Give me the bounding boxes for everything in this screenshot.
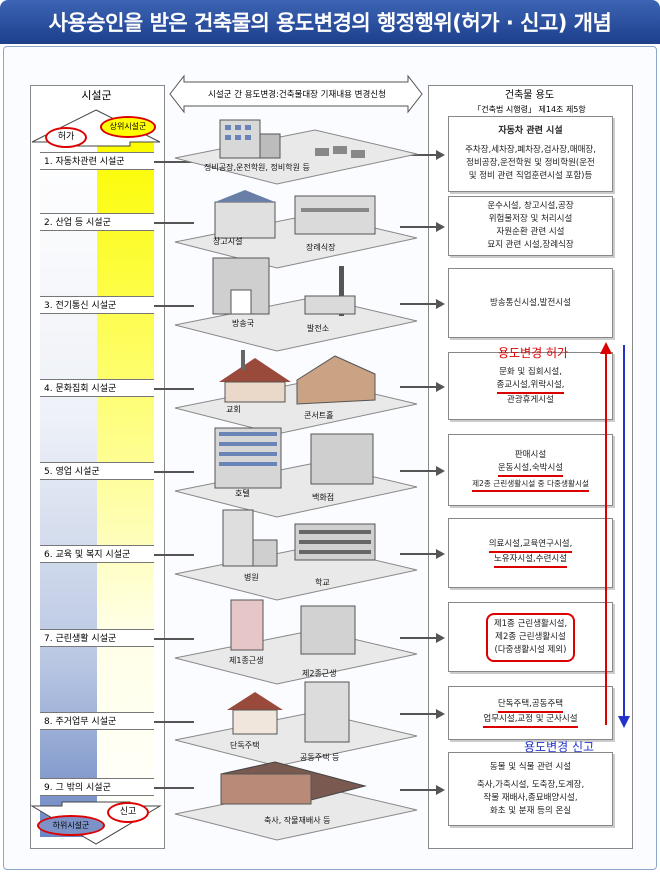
building-label-8a: 단독주택 bbox=[230, 741, 260, 750]
plate-5 bbox=[174, 427, 418, 518]
report-arrow-label: 용도변경 신고 bbox=[524, 740, 595, 754]
upper-level-gradient-bar bbox=[97, 140, 154, 837]
building-label-4a: 교회 bbox=[226, 405, 241, 414]
use-box-4: 문화 및 집회시설, 종교시설,위락시설, 관광휴게시설 bbox=[448, 352, 613, 420]
category-6: 6. 교육 및 복지 시설군 bbox=[40, 545, 154, 563]
connector-left-1 bbox=[154, 161, 194, 163]
plate-8 bbox=[174, 681, 418, 767]
connector-arrowhead-1 bbox=[436, 150, 445, 160]
permit-badge: 허가 bbox=[45, 127, 87, 148]
building-label-5b: 백화점 bbox=[312, 493, 335, 502]
category-7: 7. 근린생활 시설군 bbox=[40, 629, 154, 647]
left-panel-heading: 시설군 bbox=[81, 89, 112, 102]
permit-change-arrows bbox=[600, 342, 630, 728]
lower-group-label: 하위시설군 bbox=[37, 815, 105, 836]
plate-6 bbox=[174, 509, 418, 601]
connector-arrowhead-7 bbox=[436, 633, 445, 643]
connector-arrowhead-5 bbox=[436, 466, 445, 476]
building-label-6a: 병원 bbox=[244, 573, 259, 582]
connector-right-3 bbox=[400, 303, 436, 305]
connector-right-5 bbox=[400, 470, 436, 472]
connector-left-6 bbox=[154, 554, 194, 556]
connector-right-9 bbox=[400, 789, 436, 791]
right-panel-heading: 건축물 용도 bbox=[504, 90, 555, 101]
building-label-4b: 콘서트홀 bbox=[304, 411, 334, 420]
plate-3 bbox=[174, 257, 418, 352]
use-box-7-highlight: 제1종 근린생활시설, 제2종 근린생활시설 (다중생활시설 제외) bbox=[485, 612, 576, 662]
category-5: 5. 영업 시설군 bbox=[40, 462, 154, 480]
connector-arrowhead-8 bbox=[436, 709, 445, 719]
category-2: 2. 산업 등 시설군 bbox=[40, 213, 154, 231]
connector-right-4 bbox=[400, 386, 436, 388]
plate-7 bbox=[174, 599, 418, 685]
use-box-1: 자동차 관련 시설 주차장,세차장,폐차장,검사장,매매장, 정비공장,운전학원… bbox=[448, 116, 613, 192]
use-box-3: 방송통신시설,발전시설 bbox=[448, 268, 613, 338]
connector-right-7 bbox=[400, 637, 436, 639]
lower-level-gradient-bar bbox=[40, 140, 97, 837]
building-label-7b: 제2종근생 bbox=[302, 669, 337, 678]
banner-text: 시설군 간 용도변경:건축물대장 기재내용 변경신청 bbox=[208, 90, 386, 100]
connector-arrowhead-2 bbox=[436, 222, 445, 232]
connector-arrowhead-6 bbox=[436, 549, 445, 559]
connector-left-7 bbox=[154, 638, 194, 640]
banner-double-arrow-icon bbox=[169, 74, 423, 114]
connector-left-3 bbox=[154, 305, 194, 307]
buildings-illustration bbox=[174, 119, 418, 841]
connector-right-2 bbox=[400, 226, 436, 228]
building-label-9: 축사, 작물재배사 등 bbox=[264, 816, 331, 825]
use-box-6: 의료시설,교육연구시설, 노유자시설,수련시설 bbox=[448, 518, 613, 588]
category-1: 1. 자동차관련 시설군 bbox=[40, 152, 154, 170]
use-box-7: 제1종 근린생활시설, 제2종 근린생활시설 (다중생활시설 제외) bbox=[448, 602, 613, 672]
plate-4 bbox=[174, 350, 418, 435]
connector-arrowhead-9 bbox=[436, 785, 445, 795]
category-9: 9. 그 밖의 시설군 bbox=[40, 778, 154, 796]
use-box-8: 단독주택,공동주택 업무시설,교정 및 군사시설 bbox=[448, 686, 613, 740]
connector-left-8 bbox=[154, 721, 194, 723]
use-box-2: 운수시설, 창고시설,공장 위험물저장 및 처리시설 자원순환 관련 시설 묘지… bbox=[448, 196, 613, 256]
connector-left-4 bbox=[154, 388, 194, 390]
building-label-6b: 학교 bbox=[315, 578, 330, 587]
connector-left-9 bbox=[154, 787, 194, 789]
building-label-2a: 창고시설 bbox=[213, 237, 243, 246]
connector-right-1 bbox=[400, 154, 436, 156]
report-badge: 신고 bbox=[107, 802, 149, 823]
building-label-3a: 방송국 bbox=[232, 319, 255, 328]
report-arrow-head bbox=[618, 716, 630, 728]
upper-group-label: 상위시설군 bbox=[100, 116, 156, 138]
building-label-1: 정비공장,운전학원, 정비학원 등 bbox=[204, 163, 310, 172]
plate-2 bbox=[174, 190, 418, 269]
building-label-7a: 제1종근생 bbox=[229, 656, 264, 665]
connector-right-6 bbox=[400, 553, 436, 555]
right-panel-subheading: 「건축법 시행령」 제14조 제5항 bbox=[473, 105, 586, 114]
permit-arrow-head bbox=[600, 342, 612, 354]
plate-9 bbox=[174, 761, 418, 841]
page-title: 사용승인을 받은 건축물의 용도변경의 행정행위(허가 · 신고) 개념 bbox=[0, 0, 660, 44]
building-label-2b: 장례식장 bbox=[306, 243, 336, 252]
category-4: 4. 문화집회 시설군 bbox=[40, 379, 154, 397]
category-3: 3. 전기통신 시설군 bbox=[40, 296, 154, 314]
permit-arrow-label: 용도변경 허가 bbox=[498, 346, 569, 360]
connector-arrowhead-3 bbox=[436, 299, 445, 309]
plate-1 bbox=[174, 119, 418, 185]
building-label-8b: 공동주택 등 bbox=[300, 753, 340, 762]
use-box-5: 판매시설 운동시설,숙박시설 제2종 근린생활시설 중 다중생활시설 bbox=[448, 434, 613, 506]
use-box-9: 동물 및 식물 관련 시설 축사,가축시설, 도축장,도계장, 작물 재배사,종… bbox=[448, 752, 613, 826]
connector-right-8 bbox=[400, 713, 436, 715]
connector-left-5 bbox=[154, 471, 194, 473]
connector-arrowhead-4 bbox=[436, 382, 445, 392]
connector-left-2 bbox=[154, 222, 194, 224]
building-label-3b: 발전소 bbox=[307, 324, 330, 333]
category-8: 8. 주거업무 시설군 bbox=[40, 712, 154, 730]
building-label-5a: 호텔 bbox=[235, 489, 250, 498]
